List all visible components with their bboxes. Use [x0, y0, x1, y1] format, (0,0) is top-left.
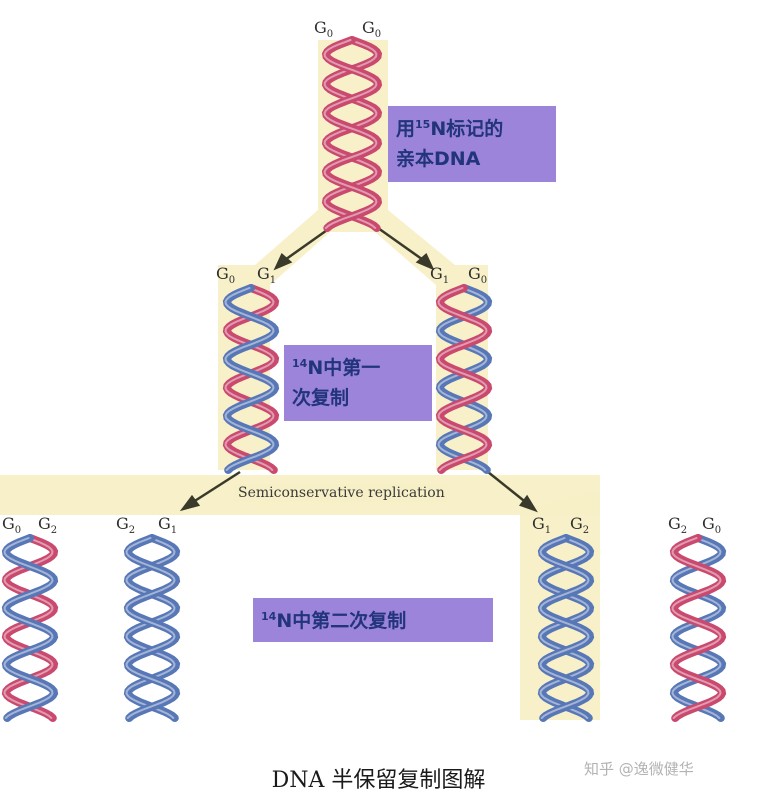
strand-highlight: [323, 39, 378, 229]
strand-highlight: [671, 537, 722, 719]
g-label-gen1-left-a: G0: [216, 264, 236, 287]
g-label-gen2-3b: G2: [570, 514, 590, 537]
gen1-left-helix: [222, 284, 280, 474]
gen1-label-box: 14N中第一 次复制: [284, 345, 432, 421]
strand-highlight: [3, 537, 54, 719]
g-label-gen2-3a: G1: [532, 514, 552, 537]
g-label-gen2-4b: G0: [702, 514, 722, 537]
strand-highlight: [125, 537, 176, 719]
g-label-gen2-1a: G0: [2, 514, 22, 537]
g-label-parent-left: G0: [314, 18, 334, 41]
watermark: 知乎 @逸微健华: [584, 760, 694, 778]
g-label-gen2-4a: G2: [668, 514, 688, 537]
strand-b: [321, 36, 383, 232]
arrows: [179, 226, 538, 513]
figure-title: DNA 半保留复制图解: [271, 768, 486, 793]
strand-highlight: [671, 537, 722, 719]
g-label-gen1-right-a: G1: [430, 264, 450, 287]
strand-b: [537, 534, 595, 722]
strand-b: [1, 534, 59, 722]
strand-highlight: [3, 537, 54, 719]
strand-b: [669, 534, 727, 722]
strand-highlight: [437, 287, 488, 471]
strand-highlight: [323, 39, 378, 229]
gen1-right-helix: [435, 284, 493, 474]
gen2-helix-3: [537, 534, 595, 722]
g-label-gen2-2a: G2: [116, 514, 136, 537]
strand-b: [435, 284, 493, 474]
strand-highlight: [539, 537, 590, 719]
gen2-helix-2: [123, 534, 181, 722]
parent-helix: [321, 36, 383, 232]
parent-label-box: 用15N标记的 亲本DNA: [388, 106, 556, 182]
strand-highlight: [437, 287, 488, 471]
g-label-gen1-right-b: G0: [468, 264, 488, 287]
strand-highlight: [539, 537, 590, 719]
g-label-gen2-1b: G2: [38, 514, 58, 537]
strand-highlight: [224, 287, 275, 471]
strand-highlight: [125, 537, 176, 719]
strand-b: [222, 284, 280, 474]
helices: [1, 36, 727, 722]
gen2-helix-4: [669, 534, 727, 722]
strand-b: [123, 534, 181, 722]
strand-highlight: [224, 287, 275, 471]
g-label-gen2-2b: G1: [158, 514, 178, 537]
g-label-parent-right: G0: [362, 18, 382, 41]
gen2-label-box: 14N中第二次复制: [253, 598, 493, 642]
g-label-gen1-left-b: G1: [257, 264, 277, 287]
caption-semiconservative: Semiconservative replication: [234, 484, 449, 502]
gen2-helix-1: [1, 534, 59, 722]
